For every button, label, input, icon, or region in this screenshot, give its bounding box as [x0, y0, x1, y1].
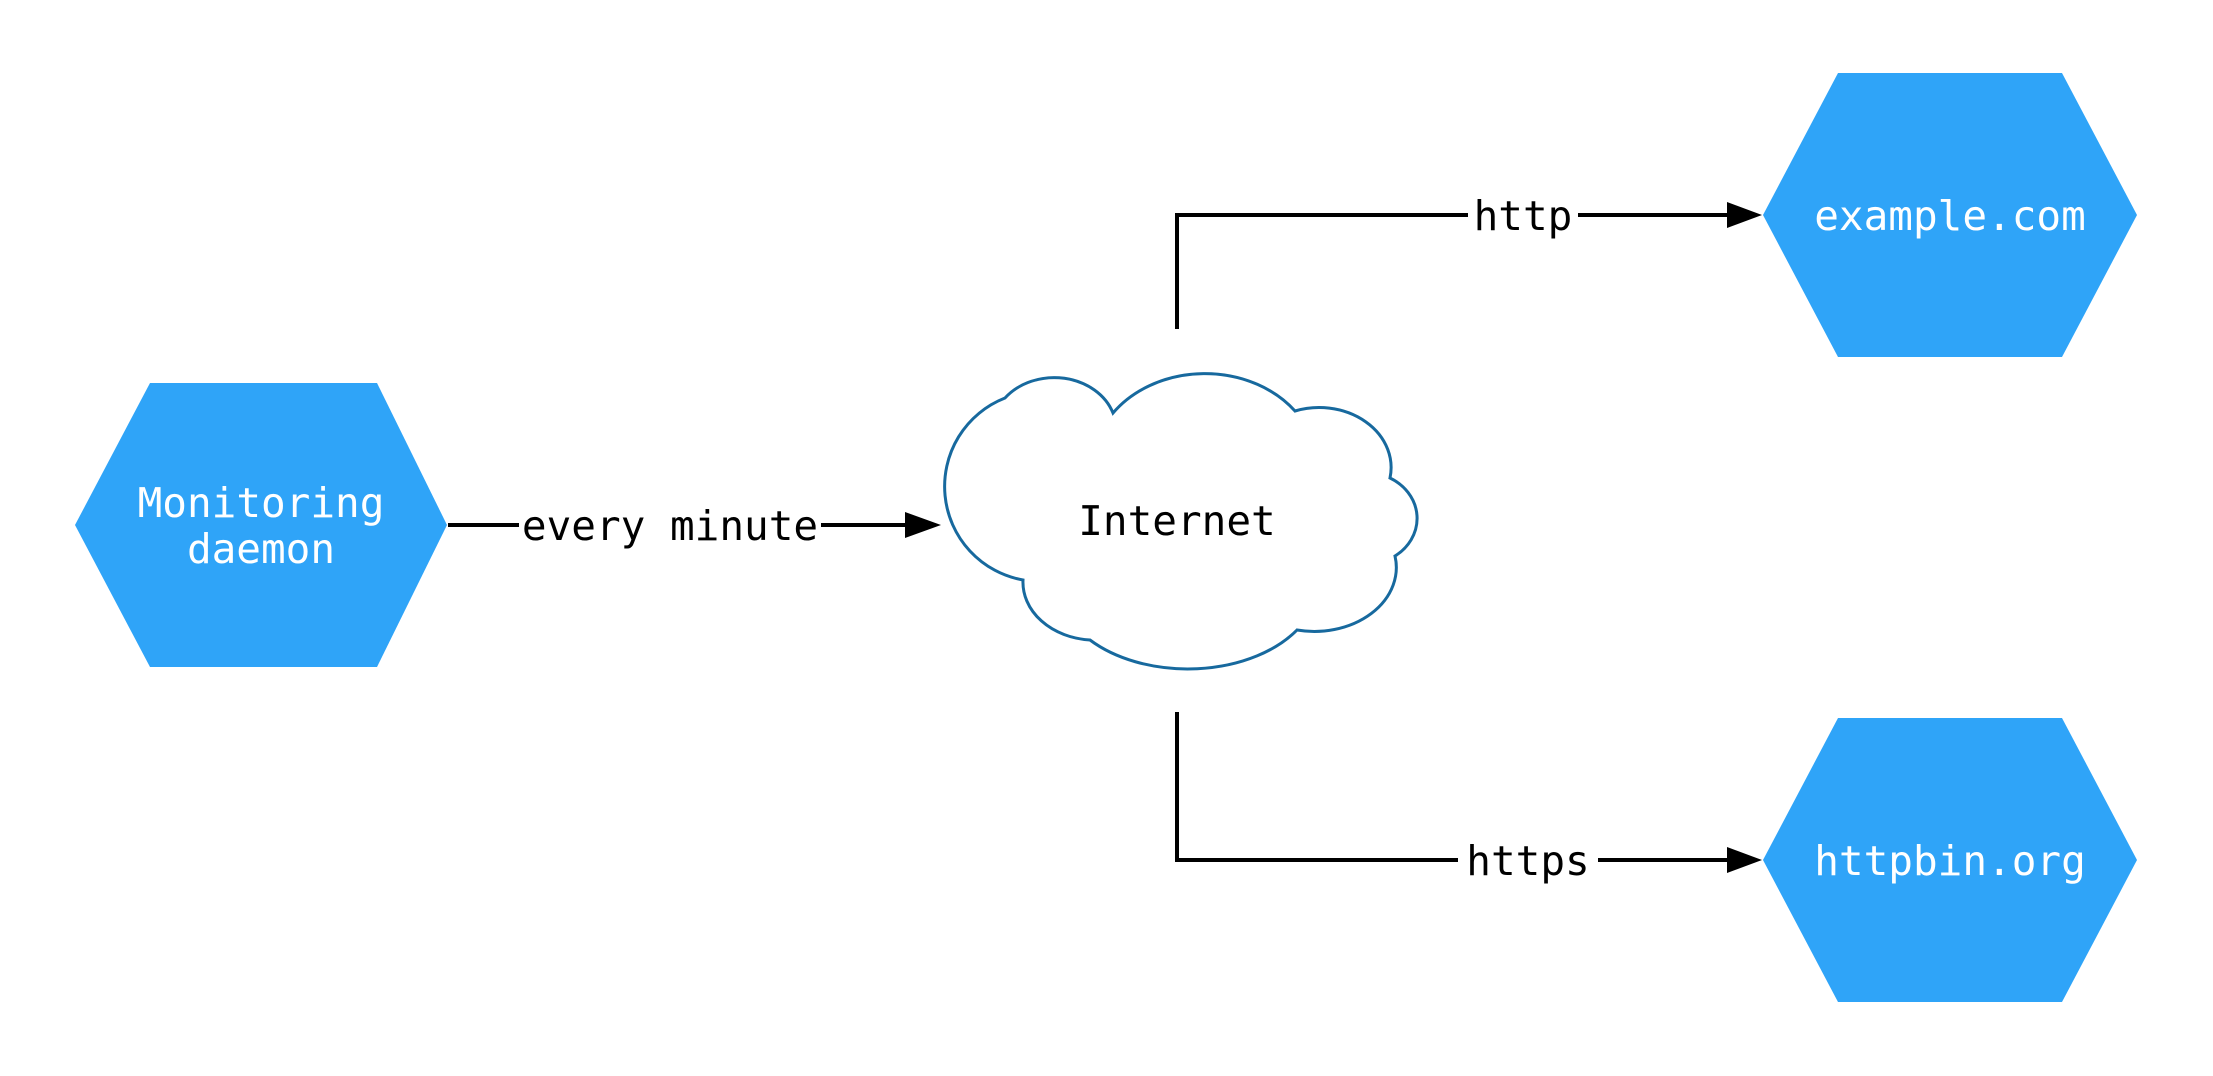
arrowhead-icon: [1727, 847, 1762, 873]
hexagon-shape: [1763, 73, 2137, 357]
edge-http: http: [1175, 192, 1762, 329]
edge-https: https: [1175, 712, 1762, 885]
arrowhead-icon: [1727, 202, 1762, 228]
edge-label-http: http: [1474, 192, 1573, 240]
internet-label: Internet: [1078, 497, 1275, 545]
hexagon-shape: [1763, 718, 2137, 1002]
monitoring-daemon-label-line2: daemon: [187, 525, 335, 573]
example-com-label: example.com: [1814, 192, 2086, 240]
httpbin-org-label: httpbin.org: [1814, 837, 2086, 885]
edge-every-minute: every minute: [448, 502, 941, 550]
cloud-icon: [943, 372, 1419, 671]
monitoring-daemon-label-line1: Monitoring: [138, 479, 385, 527]
node-httpbin-org: httpbin.org: [1763, 718, 2137, 1002]
edge-https-line-left: [1175, 712, 1458, 862]
node-example-com: example.com: [1763, 73, 2137, 357]
hexagon-shape: [75, 383, 447, 667]
arrowhead-icon: [905, 512, 941, 538]
edge-label-https: https: [1466, 837, 1589, 885]
edge-http-line-left: [1175, 213, 1468, 329]
node-monitoring-daemon: Monitoring daemon: [75, 383, 447, 667]
edge-label-every-minute: every minute: [522, 502, 818, 550]
node-internet: Internet: [943, 372, 1419, 671]
